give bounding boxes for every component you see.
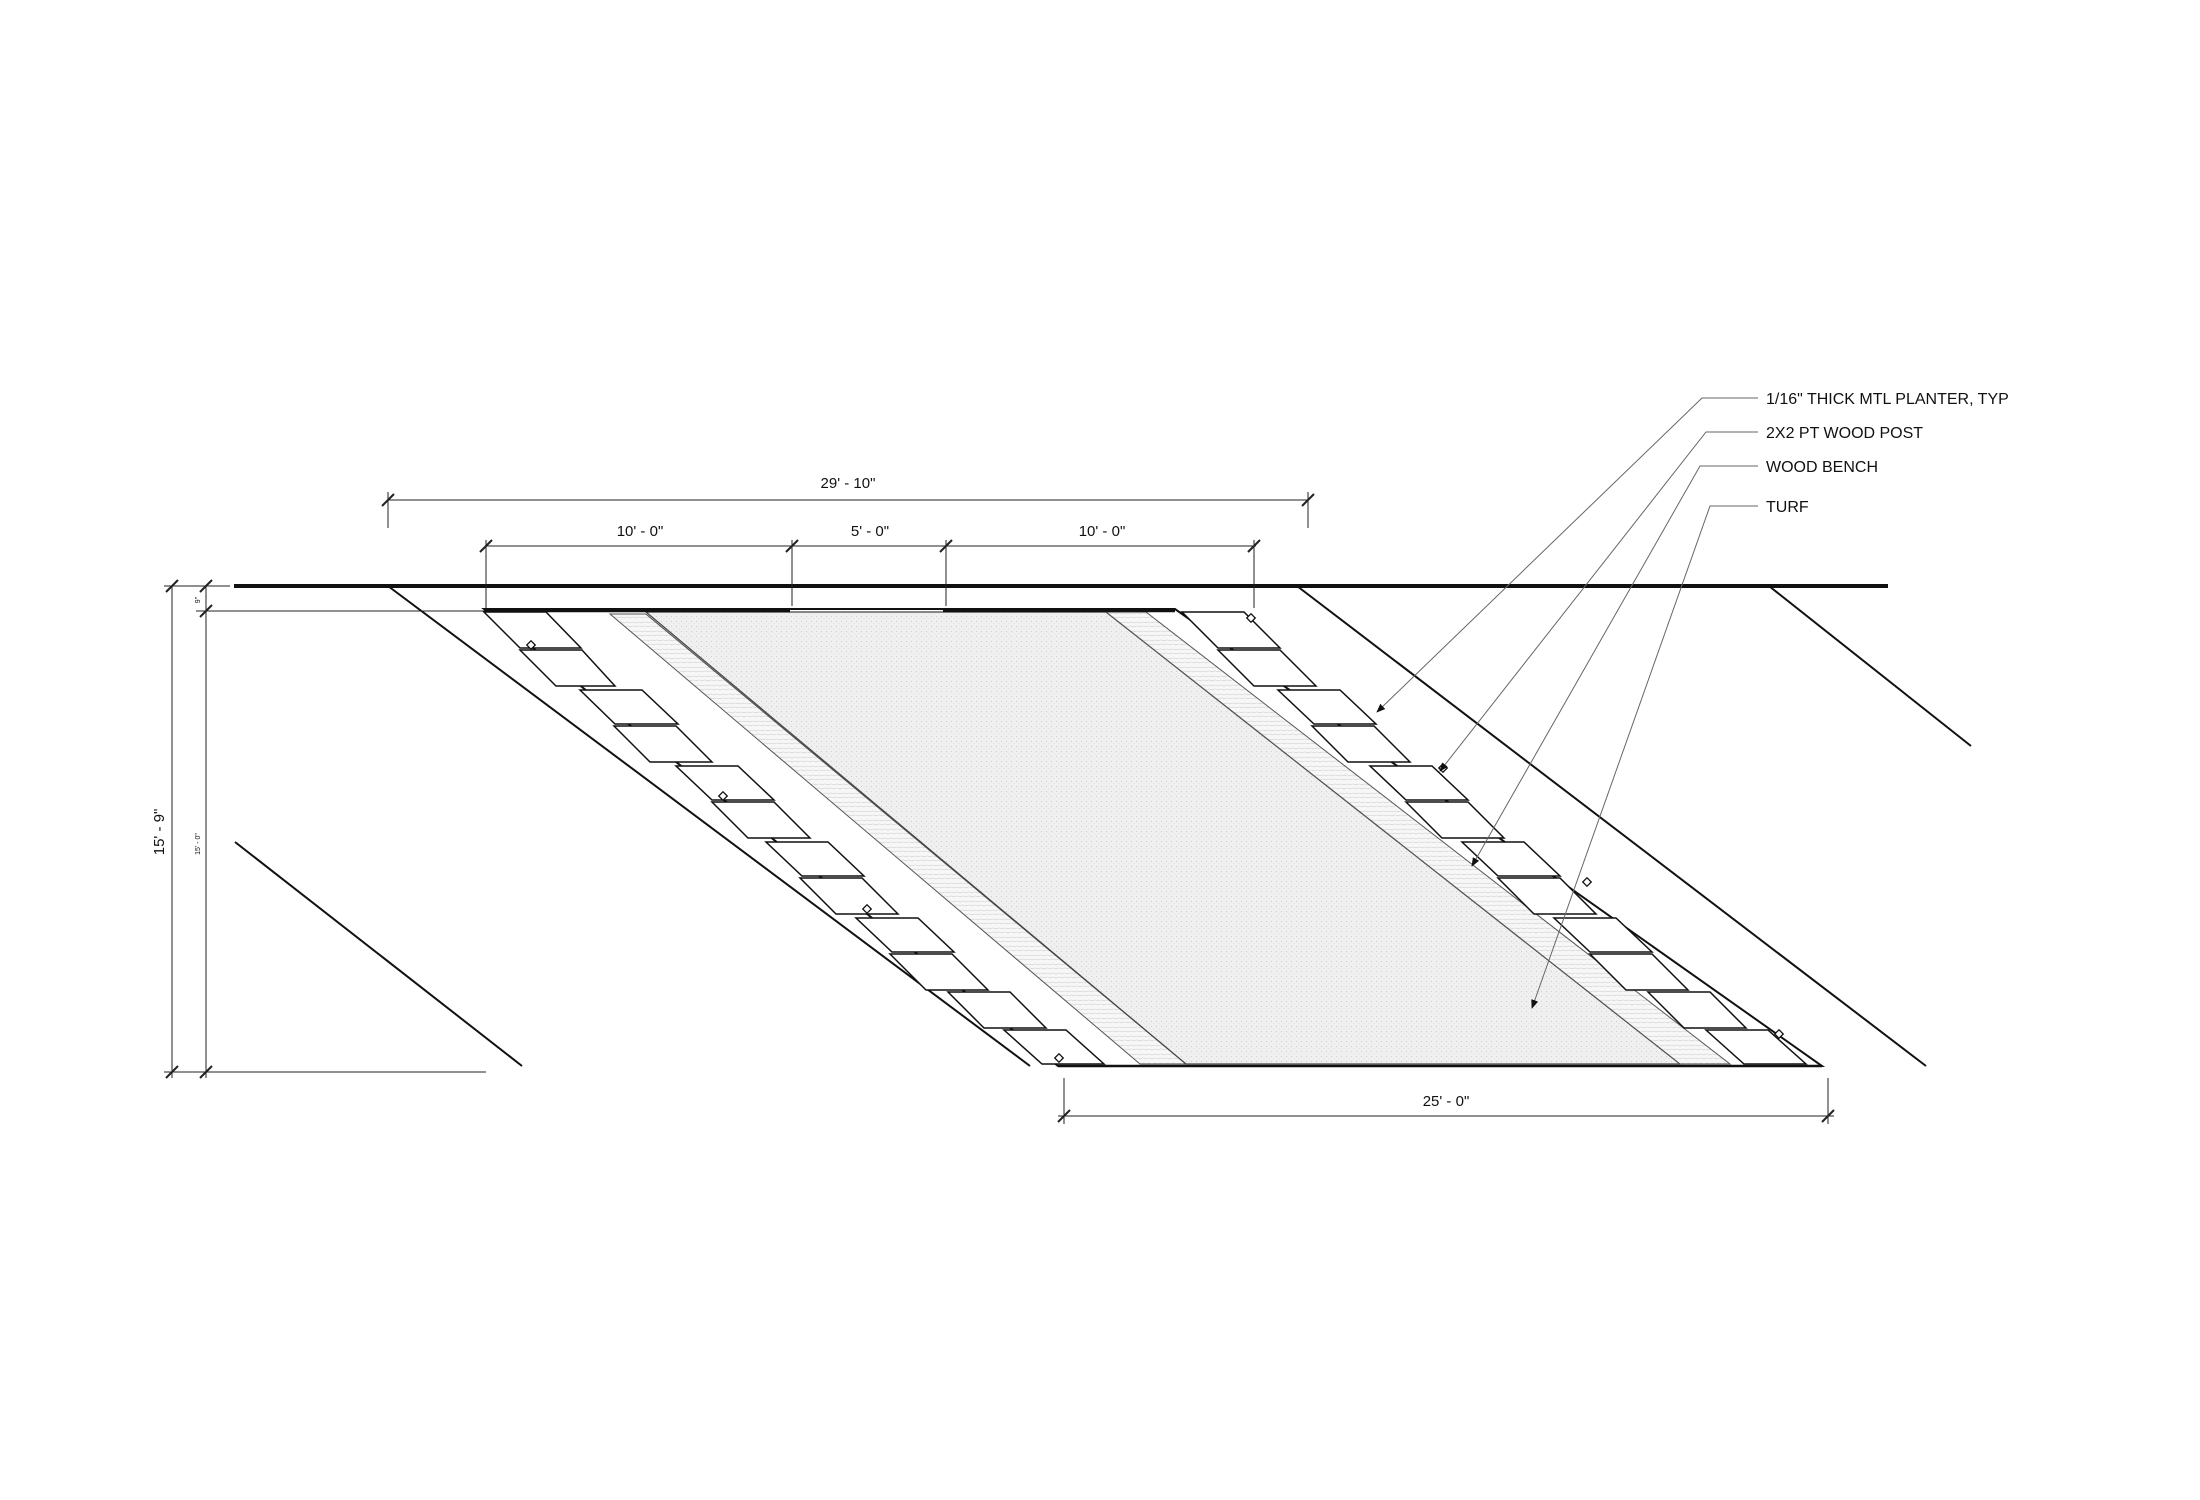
bench-row-right [1180, 611, 1808, 1065]
callout-turf-label: TURF [1766, 499, 1809, 516]
bench [1216, 649, 1318, 687]
bench [482, 611, 583, 649]
bench [946, 991, 1048, 1029]
bench [1552, 917, 1654, 953]
dimension-height [164, 579, 486, 1079]
bench [1368, 765, 1470, 801]
post [717, 790, 729, 802]
post [1581, 876, 1593, 888]
dimension-bottom-width-label: 25' - 0" [1423, 1093, 1470, 1110]
bench [674, 765, 776, 801]
dimension-segment-left-label: 10' - 0" [617, 523, 664, 540]
bench [1404, 801, 1506, 839]
dimension-bottom-width [1057, 1078, 1835, 1124]
dimension-inner-height-label: 15' - 0" [195, 833, 202, 855]
bench [1646, 991, 1748, 1029]
callout-post-label: 2X2 PT WOOD POST [1766, 425, 1923, 442]
dimension-segment-middle-label: 5' - 0" [851, 523, 889, 540]
bench-row-left [482, 611, 1106, 1065]
callout-bench-label: WOOD BENCH [1766, 459, 1878, 476]
bench [1460, 841, 1562, 877]
bench [888, 953, 990, 991]
callout-leader-planter [1376, 397, 1758, 713]
bench [710, 801, 812, 839]
dimension-segments [479, 539, 1261, 608]
bench [1180, 611, 1282, 649]
planter-right-inner-edge [1105, 611, 1681, 1065]
bench [612, 725, 714, 763]
callout-leader-turf [1531, 505, 1758, 1009]
callout-leaders [1376, 397, 1758, 1009]
post [861, 903, 873, 915]
post [1773, 1028, 1785, 1040]
post [525, 639, 537, 651]
bench [518, 649, 617, 687]
bench [1002, 1029, 1106, 1065]
dimension-top-offset-label: 9" [195, 596, 202, 603]
bench [1704, 1029, 1808, 1065]
planter-top-edges [484, 609, 1822, 1068]
bench [764, 841, 866, 877]
bench [578, 689, 680, 725]
dimension-overall-height-label: 15' - 9" [151, 809, 168, 856]
post [1053, 1052, 1065, 1064]
bench [1588, 953, 1690, 991]
bench [798, 877, 900, 915]
callout-leader-bench [1471, 465, 1758, 867]
callout-leader-post [1439, 431, 1758, 772]
bench [1310, 725, 1412, 763]
bench [1276, 689, 1378, 725]
dimension-segment-right-label: 10' - 0" [1079, 523, 1126, 540]
dimension-overall-width [381, 492, 1315, 528]
bench [1496, 877, 1598, 915]
callout-planter-label: 1/16" THICK MTL PLANTER, TYP [1766, 391, 2009, 408]
dimension-overall-width-label: 29' - 10" [821, 475, 876, 492]
bench [854, 917, 956, 953]
post [1245, 612, 1257, 624]
